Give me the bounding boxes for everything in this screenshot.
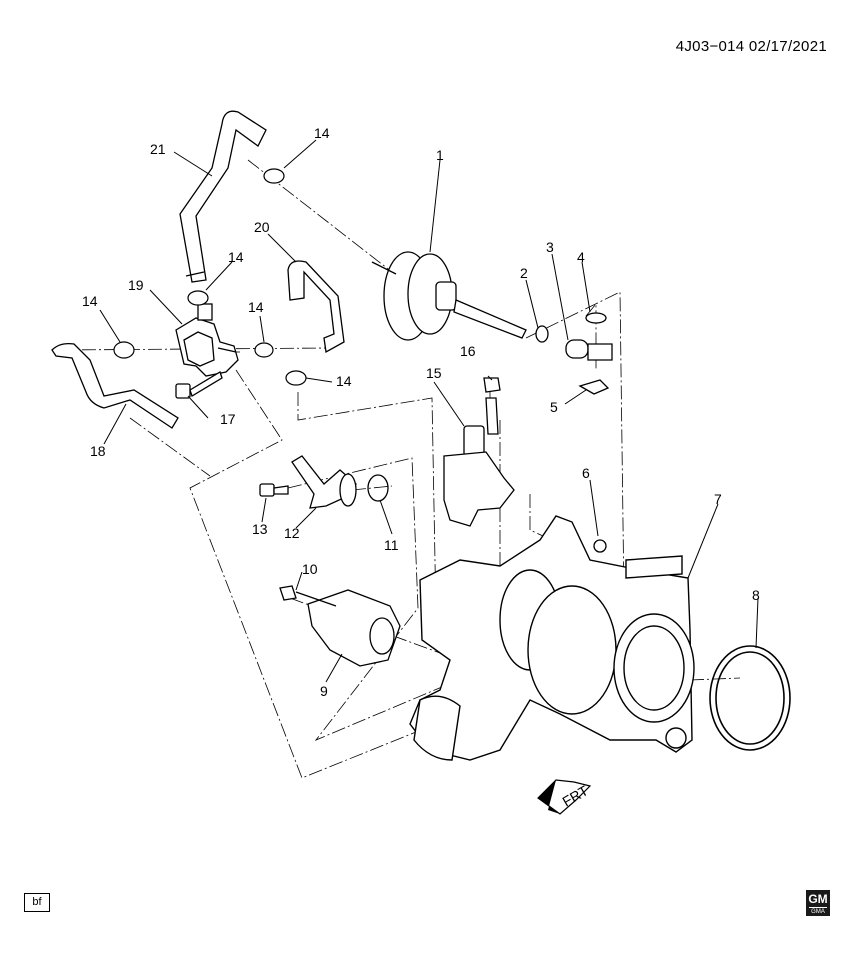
callout-21: 21 (150, 141, 166, 157)
callout-17: 17 (220, 411, 236, 427)
callout-14c: 14 (82, 293, 98, 309)
callout-15: 15 (426, 365, 442, 381)
callout-1: 1 (436, 147, 444, 163)
callout-14b: 14 (228, 249, 244, 265)
bypass-valve-15 (443, 377, 515, 527)
coolant-elbow-12 (259, 455, 389, 509)
callout-16: 16 (460, 343, 476, 359)
valve-assembly-9 (279, 585, 401, 667)
artist-tag: bf (24, 893, 50, 912)
bolt-17 (175, 371, 223, 399)
gm-logo-text: GM (808, 892, 828, 906)
solenoid-valve-19 (175, 303, 239, 377)
leader-lines (99, 139, 759, 683)
callout-4: 4 (577, 249, 585, 265)
callout-12: 12 (284, 525, 300, 541)
callout-14d: 14 (248, 299, 264, 315)
front-direction-arrow: FRT (537, 779, 591, 815)
callout-13: 13 (252, 521, 268, 537)
callout-labels: 1 2 3 4 5 6 7 8 9 10 11 12 13 14 14 14 1… (82, 125, 760, 699)
vacuum-hose-20 (287, 260, 345, 354)
callout-19: 19 (128, 277, 144, 293)
callout-6: 6 (582, 465, 590, 481)
actuator-link-parts (535, 312, 613, 553)
callout-2: 2 (520, 265, 528, 281)
turbocharger-7 (409, 515, 695, 761)
callout-14e: 14 (336, 373, 352, 389)
gm-logo: GM GMA (806, 890, 830, 916)
callout-20: 20 (254, 219, 270, 235)
callout-9: 9 (320, 683, 328, 699)
callout-3: 3 (546, 239, 554, 255)
callout-7: 7 (714, 491, 722, 507)
callout-14a: 14 (314, 125, 330, 141)
gm-logo-subtext: GMA (809, 907, 827, 916)
vacuum-hose-18 (51, 342, 179, 429)
callout-5: 5 (550, 399, 558, 415)
vacuum-hose-21 (179, 110, 267, 283)
callout-11: 11 (384, 537, 399, 553)
callout-10: 10 (302, 561, 318, 577)
drawing-id: 4J03−014 02/17/2021 (675, 38, 827, 55)
wastegate-actuator-1 (371, 251, 527, 341)
gasket-8 (709, 645, 791, 751)
callout-8: 8 (752, 587, 760, 603)
callout-18: 18 (90, 443, 106, 459)
hose-clamps-14 (113, 168, 307, 386)
